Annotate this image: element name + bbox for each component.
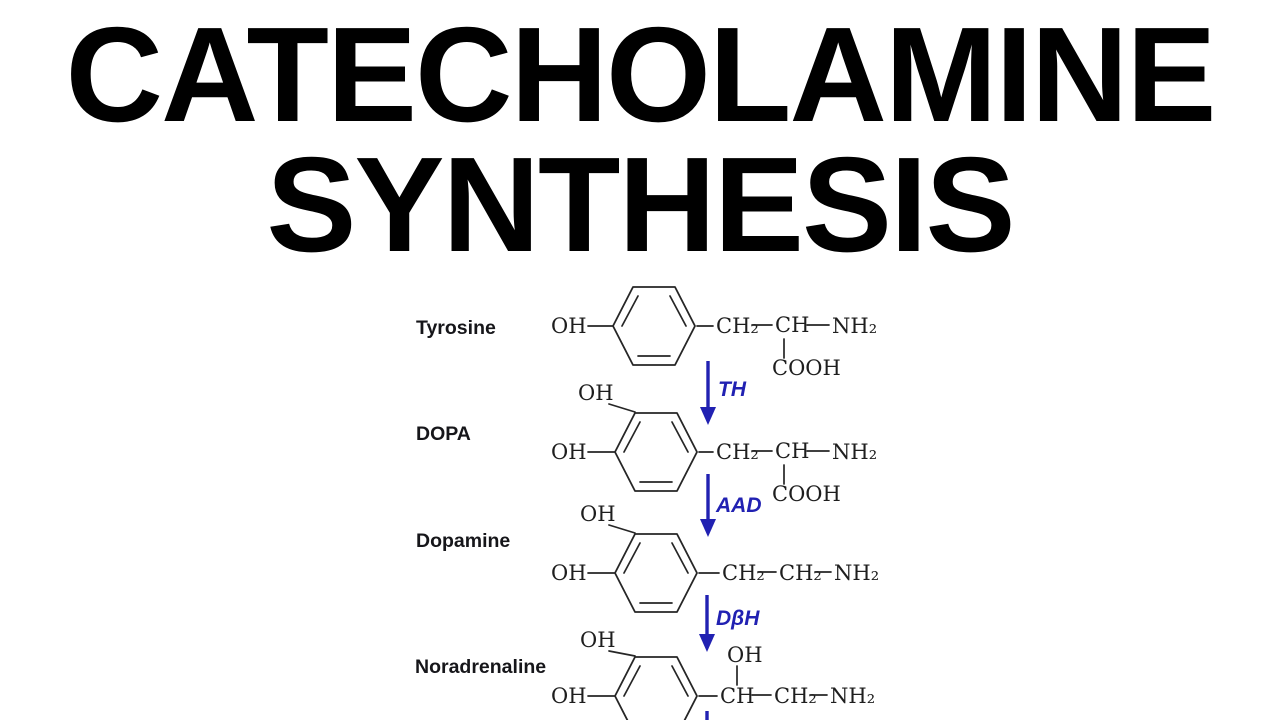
chain-ch2-label: CH₂ (716, 440, 759, 464)
bond-oh-ring-top (608, 403, 636, 413)
chain-ch2b-label: CH₂ (779, 561, 822, 585)
arrow-head-icon (700, 519, 716, 537)
benzene-double-bonds (623, 421, 689, 483)
arrow-head-icon (700, 407, 716, 425)
enzyme-label-aad: AAD (715, 494, 762, 517)
hydroxyl-left-label: OH (551, 684, 587, 708)
compound-label-noradrenaline: Noradrenaline (415, 656, 546, 678)
benzene-ring (614, 533, 698, 613)
chain-ch-label: CH (775, 439, 809, 463)
compound-label-dopa: DOPA (416, 423, 471, 445)
compound-label-tyrosine: Tyrosine (416, 317, 496, 339)
reaction-arrow-th: TH (700, 361, 747, 425)
hydroxyl-top-label: OH (578, 381, 614, 405)
enzyme-label-th: TH (718, 378, 747, 401)
hydroxyl-left-label: OH (551, 440, 587, 464)
chain-nh2-label: NH₂ (832, 440, 877, 464)
page-title: CATECHOLAMINE SYNTHESIS (0, 0, 1280, 280)
chain-nh2-label: NH₂ (834, 561, 879, 585)
compound-noradrenaline: Noradrenaline OH OH OH CH CH₂ NH₂ (415, 628, 875, 720)
benzene-double-bonds (623, 542, 689, 604)
compound-dopamine: Dopamine OH OH CH₂ CH₂ NH₂ (416, 502, 879, 613)
chain-ch2-label: CH₂ (722, 561, 765, 585)
hydroxyl-left-label: OH (551, 561, 587, 585)
chain-nh2-label: NH₂ (832, 314, 877, 338)
benzene-ring (614, 656, 698, 720)
hydroxyl-top-label: OH (580, 628, 616, 652)
compound-tyrosine: Tyrosine OH CH₂ CH NH₂ COOH (416, 286, 877, 380)
benzene-ring (614, 412, 698, 492)
compound-label-dopamine: Dopamine (416, 530, 510, 552)
chain-ch-label: CH (720, 684, 754, 708)
chain-cooh-label: COOH (772, 356, 841, 380)
hydroxyl-above-chain-label: OH (727, 643, 763, 667)
compound-dopa: DOPA OH OH CH₂ CH NH₂ COOH (416, 381, 877, 506)
chain-ch2-label: CH₂ (774, 684, 817, 708)
benzene-double-bonds (623, 665, 689, 697)
benzene-ring (612, 286, 696, 366)
chain-ch2-label: CH₂ (716, 314, 759, 338)
title-line-2: SYNTHESIS (266, 129, 1015, 280)
chain-nh2-label: NH₂ (830, 684, 875, 708)
bond-oh-ring-top (608, 524, 636, 534)
chain-ch-label: CH (775, 313, 809, 337)
hydroxyl-top-label: OH (580, 502, 616, 526)
reaction-arrow-dbh: DβH (699, 595, 760, 652)
reaction-arrow-aad: AAD (700, 474, 762, 537)
arrow-head-icon (699, 634, 715, 652)
hydroxyl-left-label: OH (551, 314, 587, 338)
enzyme-label-dbh: DβH (716, 607, 760, 630)
title-line-1: CATECHOLAMINE (65, 0, 1217, 150)
bond-oh-ring-top (608, 650, 636, 657)
chain-cooh-label: COOH (772, 482, 841, 506)
benzene-double-bonds (621, 295, 687, 357)
